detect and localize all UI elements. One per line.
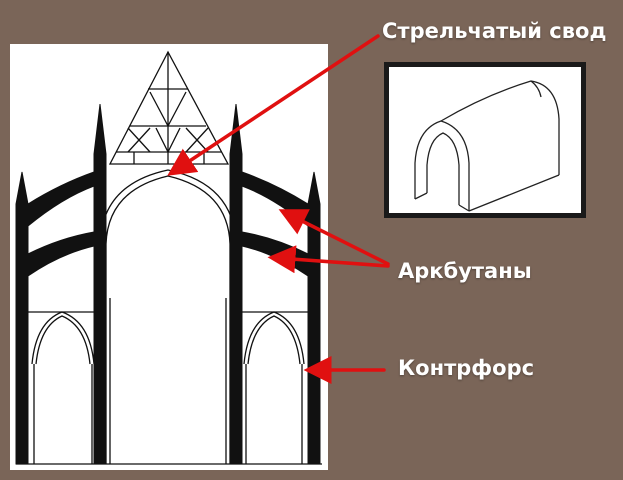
truss-strut <box>167 91 187 127</box>
vault-barrel-top <box>440 80 560 122</box>
label-pointed-vault: Стрельчатый свод <box>382 19 607 43</box>
vault-inset-panel <box>389 67 581 213</box>
arrow-flying-buttress-lower <box>267 245 390 274</box>
truss-strut <box>185 127 209 153</box>
truss-strut <box>155 127 169 153</box>
outer-buttress-right <box>307 171 321 465</box>
pointed-vault-drawing <box>414 80 560 212</box>
truss-strut <box>167 127 181 153</box>
arrow-flying-buttress-upper <box>278 209 390 266</box>
inner-pinnacle-left <box>93 103 107 465</box>
truss-strut <box>127 127 151 153</box>
arrow-pointed-vault <box>167 34 380 176</box>
vault-inset-frame <box>384 62 586 218</box>
flying-buttress-left-lower <box>27 231 95 277</box>
label-buttress: Контрфорс <box>398 356 535 380</box>
label-flying-buttresses: Аркбутаны <box>398 259 532 283</box>
flying-buttress-left-upper <box>27 171 95 228</box>
inner-pinnacle-right <box>229 103 243 465</box>
nave-vault-inner <box>105 175 231 245</box>
vault-base-line <box>468 174 560 212</box>
truss-strut <box>149 91 169 127</box>
outer-buttress-left <box>15 171 29 465</box>
vault-front-arch-inner <box>426 132 460 205</box>
